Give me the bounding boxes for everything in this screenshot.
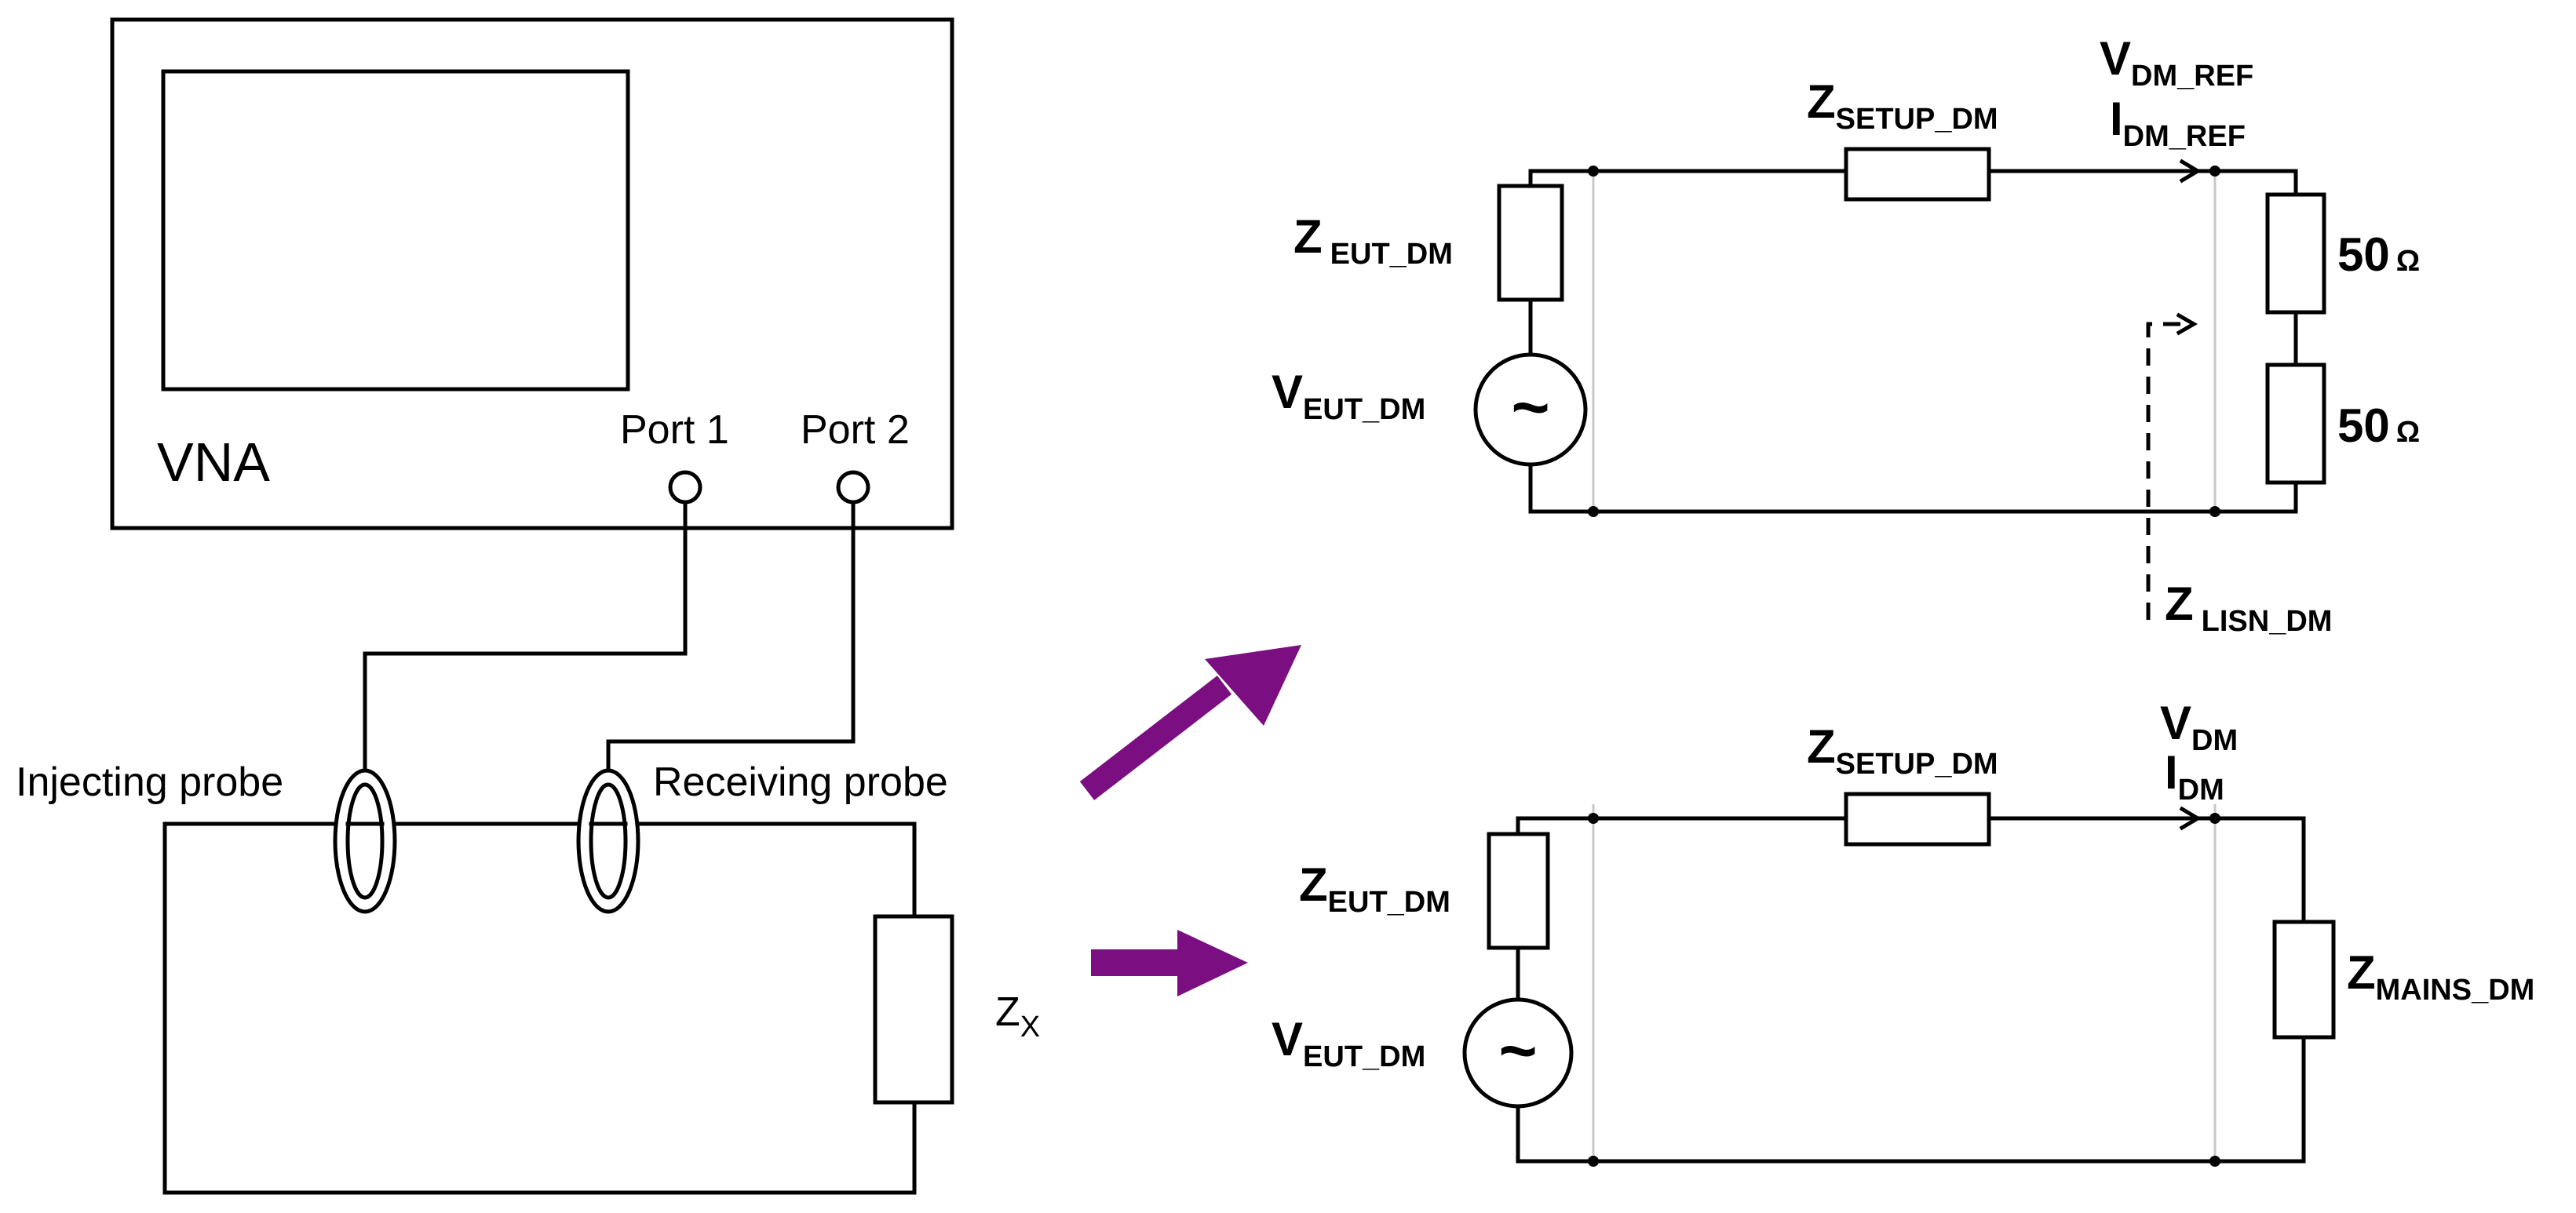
top-v-eut-sub: EUT_DM xyxy=(1303,393,1425,426)
i-dm-sub: DM xyxy=(2178,774,2224,807)
lisn-top-wire-left xyxy=(1528,169,1848,188)
mains-z-eut-resistor xyxy=(1487,832,1550,950)
arrow-to-top-circuit xyxy=(1079,645,1301,800)
bottom-z-eut-sub: EUT_DM xyxy=(1328,886,1450,919)
bottom-z-eut-label: ZEUT_DM xyxy=(1299,858,1450,919)
injecting-probe xyxy=(333,768,397,914)
z-mains-label: ZMAINS_DM xyxy=(2347,946,2534,1007)
mains-bottom-wire xyxy=(1516,1035,2306,1164)
top-z-setup-main: Z xyxy=(1807,75,1836,128)
top-v-eut-main: V xyxy=(1272,366,1303,418)
v-dm-ref-main: V xyxy=(2100,32,2131,85)
bottom-z-setup-main: Z xyxy=(1807,720,1836,773)
lisn-z-setup-resistor xyxy=(1844,147,1991,202)
port-2-connector xyxy=(836,470,870,505)
r2-value: 50 xyxy=(2337,399,2390,452)
r1-value: 50 xyxy=(2337,228,2390,281)
z-mains-sub: MAINS_DM xyxy=(2376,974,2535,1007)
arrow-to-bottom-circuit xyxy=(1091,930,1248,996)
i-dm-ref-label: IDM_REF xyxy=(2110,93,2246,153)
bottom-z-setup-sub: SETUP_DM xyxy=(1836,748,1998,781)
lisn-50-ohm-upper xyxy=(2265,192,2326,315)
receiving-probe-label: Receiving probe xyxy=(653,759,948,805)
lisn-source-tilde: ~ xyxy=(1511,370,1549,444)
v-dm-ref-label: VDM_REF xyxy=(2100,32,2253,93)
loop-wire-lower xyxy=(162,821,917,1195)
z-lisn-main: Z xyxy=(2165,577,2194,630)
lisn-current-arrow xyxy=(2179,158,2202,184)
mains-circuit: ~ VDM IDM ZSETUP_DM ZEUT_DM VEUT_DM ZMAI… xyxy=(1272,697,2534,1167)
port-2-label: Port 2 xyxy=(801,407,910,453)
port-1-label: Port 1 xyxy=(620,407,729,453)
mains-z-mains-resistor xyxy=(2272,920,2336,1040)
vna-label: VNA xyxy=(157,432,270,493)
lisn-impedance-indicator xyxy=(2146,322,2190,620)
zx-label: ZX xyxy=(995,989,1040,1044)
zx-main: Z xyxy=(995,989,1020,1035)
mains-top-wire-left xyxy=(1516,816,1848,836)
i-dm-main: I xyxy=(2165,746,2178,799)
lisn-bottom-wire xyxy=(1528,462,2298,514)
port-2-cable xyxy=(606,500,856,775)
port-1-cable xyxy=(363,500,688,775)
vna-screen xyxy=(161,69,630,392)
top-v-eut-label: VEUT_DM xyxy=(1272,366,1425,426)
v-dm-ref-sub: DM_REF xyxy=(2131,60,2253,93)
zx-sub: X xyxy=(1020,1011,1040,1044)
v-dm-main: V xyxy=(2160,697,2191,749)
z-lisn-sub: LISN_DM xyxy=(2202,605,2333,638)
r1-unit: Ω xyxy=(2396,245,2420,278)
loop-wire-upper xyxy=(162,821,917,919)
bottom-v-eut-label: VEUT_DM xyxy=(1272,1013,1425,1073)
mains-z-setup-resistor xyxy=(1844,792,1991,847)
i-dm-label: IDM xyxy=(2165,746,2224,807)
i-dm-ref-main: I xyxy=(2110,93,2123,145)
bottom-v-eut-main: V xyxy=(1272,1013,1303,1065)
mains-top-wire-right xyxy=(1987,816,2306,924)
mains-current-arrow xyxy=(2179,806,2202,831)
bottom-z-eut-main: Z xyxy=(1299,858,1328,911)
top-z-eut-main: Z xyxy=(1293,210,1323,263)
zx-impedance xyxy=(873,914,954,1105)
v-dm-label: VDM xyxy=(2160,697,2238,757)
port-1-connector xyxy=(668,470,702,505)
receiving-probe xyxy=(576,768,640,914)
bottom-z-setup-label: ZSETUP_DM xyxy=(1807,720,1998,781)
lisn-top-wire-right xyxy=(1987,169,2298,197)
top-z-setup-sub: SETUP_DM xyxy=(1836,103,1998,136)
vna-setup: VNA Port 1 Port 2 ZX Injecting probe Rec… xyxy=(16,17,1040,1195)
lisn-z-eut-resistor xyxy=(1497,184,1564,302)
injecting-probe-label: Injecting probe xyxy=(16,759,283,805)
v-dm-sub: DM xyxy=(2191,724,2238,757)
i-dm-ref-sub: DM_REF xyxy=(2123,120,2246,153)
bottom-v-eut-sub: EUT_DM xyxy=(1303,1040,1425,1073)
top-z-eut-sub: EUT_DM xyxy=(1330,238,1453,271)
lisn-50-ohm-lower xyxy=(2265,362,2326,485)
top-z-setup-label: ZSETUP_DM xyxy=(1807,75,1998,136)
mains-source-tilde: ~ xyxy=(1498,1014,1537,1087)
z-mains-main: Z xyxy=(2347,946,2376,999)
r2-unit: Ω xyxy=(2396,416,2420,449)
